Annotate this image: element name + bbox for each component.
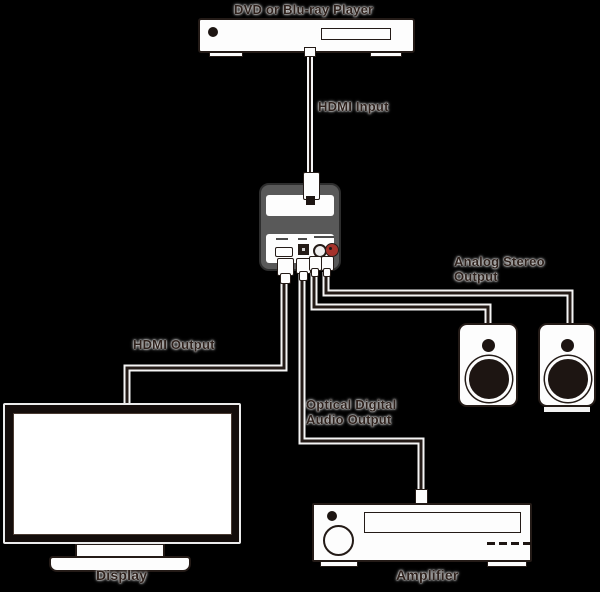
analog-stereo-output-label: Analog Stereo Output — [454, 254, 545, 284]
right-speaker — [538, 323, 596, 407]
dvd-player-label: DVD or Blu-ray Player — [234, 2, 374, 17]
amp-display-window — [364, 512, 521, 533]
indicator-dash — [487, 542, 495, 545]
display-tv — [3, 403, 241, 544]
hdmi-input-label: HDMI Input — [318, 99, 389, 114]
right-speaker-base — [544, 407, 590, 412]
hdmi-output-label: HDMI Output — [133, 337, 215, 352]
power-button-icon — [208, 27, 218, 37]
indicator-dash — [511, 542, 519, 545]
port-label-mark — [298, 238, 307, 240]
hdmi-output-cable — [123, 274, 288, 407]
optical-plug-collar — [299, 271, 308, 281]
optical-digital-audio-output-label: Optical Digital Audio Output — [306, 397, 397, 427]
port-label-mark — [314, 236, 334, 238]
left-speaker — [458, 323, 518, 407]
hdmi-out-plug-collar — [280, 273, 291, 284]
woofer-icon — [466, 356, 512, 402]
amplifier — [312, 503, 532, 562]
dvd-player — [198, 18, 415, 53]
amplifier-label: Amplifier — [396, 567, 459, 583]
rca-plug-red-collar — [323, 268, 331, 277]
tweeter-icon — [561, 339, 574, 352]
converter-top-panel — [266, 195, 334, 216]
tv-screen — [13, 413, 232, 535]
woofer-icon — [545, 356, 591, 402]
hdmi-out-port — [275, 247, 293, 257]
analog-cable-right-speaker — [322, 272, 574, 327]
volume-knob — [323, 525, 354, 556]
dvd-hdmi-connector — [304, 47, 316, 57]
analog-cable-left-speaker — [310, 272, 492, 327]
rca-red-port — [325, 243, 339, 257]
rca-plug-white-collar — [311, 268, 319, 277]
disc-tray — [321, 28, 391, 40]
tweeter-icon — [482, 339, 495, 352]
indicator-dash — [499, 542, 507, 545]
optical-audio-cable — [298, 274, 425, 506]
power-led-icon — [327, 511, 337, 521]
tv-stand-base — [49, 556, 191, 572]
hdmi-in-plug-tip — [306, 196, 315, 205]
display-label: Display — [96, 567, 148, 583]
indicator-dash — [523, 542, 531, 545]
amp-optical-connector — [415, 489, 428, 504]
port-label-mark — [276, 238, 288, 240]
optical-port — [298, 244, 309, 255]
